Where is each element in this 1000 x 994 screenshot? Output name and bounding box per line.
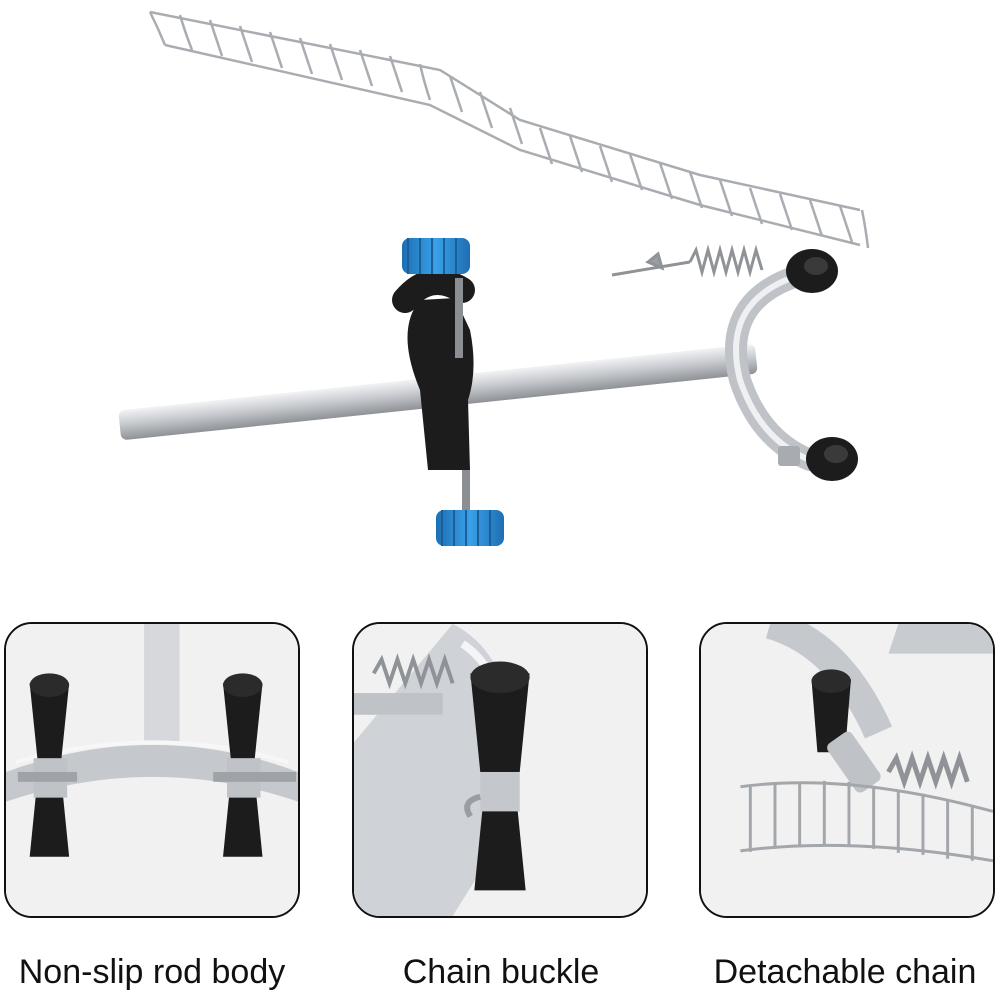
chain-closeup	[701, 624, 993, 916]
chain-clamp-product-photo	[118, 10, 870, 546]
chain-buckle-closeup	[354, 624, 646, 916]
knob-bottom	[436, 510, 504, 546]
caption-chain-buckle: Chain buckle	[402, 953, 600, 991]
rubber-tip-closeup	[6, 624, 298, 916]
caption-detachable-chain: Detachable chain	[713, 953, 977, 991]
panel-detachable-chain	[699, 622, 995, 918]
caption-non-slip-rod: Non-slip rod body	[18, 953, 286, 991]
chain	[148, 10, 870, 249]
panel-non-slip-rod	[4, 622, 300, 918]
panel-chain-buckle	[352, 622, 648, 918]
spring	[611, 244, 764, 278]
knob-top	[402, 238, 470, 274]
